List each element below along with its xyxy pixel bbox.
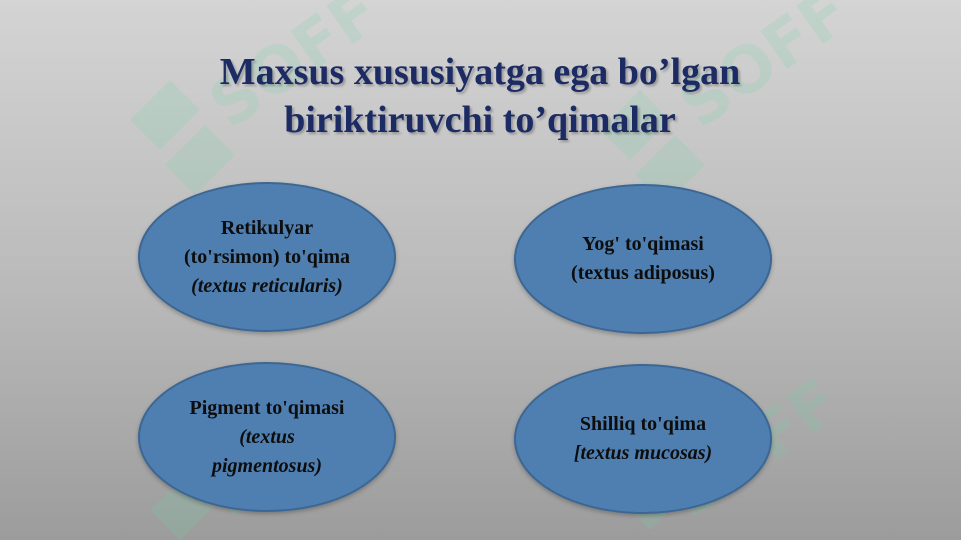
oval-4-text: Shilliq to'qima	[579, 413, 707, 435]
slide-title-line-1: Maxsus xususiyatga ega bo’lgan	[219, 51, 741, 93]
oval-3-latin: (textus pigmentosus)	[211, 425, 323, 477]
oval-4-latin: [textus mucosas)	[573, 442, 713, 464]
oval-1-latin: (textus reticularis)	[191, 274, 343, 297]
oval-mucous-tissue: Shilliq to'qima [textus mucosas)	[514, 364, 772, 514]
slide-title-line-2: biriktiruvchi to’qimalar	[284, 99, 676, 141]
oval-reticular-tissue: Retikulyar (to'rsimon) to'qima (textus r…	[138, 182, 396, 332]
oval-1-text: Retikulyar (to'rsimon) to'qima	[183, 216, 351, 268]
oval-2-text: Yog' to'qimasi (textus adiposus)	[571, 233, 715, 284]
oval-adipose-tissue: Yog' to'qimasi (textus adiposus)	[514, 184, 772, 334]
slide-title: Maxsus xususiyatga ega bo’lgan biriktiru…	[120, 48, 840, 144]
oval-3-text: Pigment to'qimasi	[189, 396, 345, 419]
oval-pigment-tissue: Pigment to'qimasi (textus pigmentosus)	[138, 362, 396, 512]
